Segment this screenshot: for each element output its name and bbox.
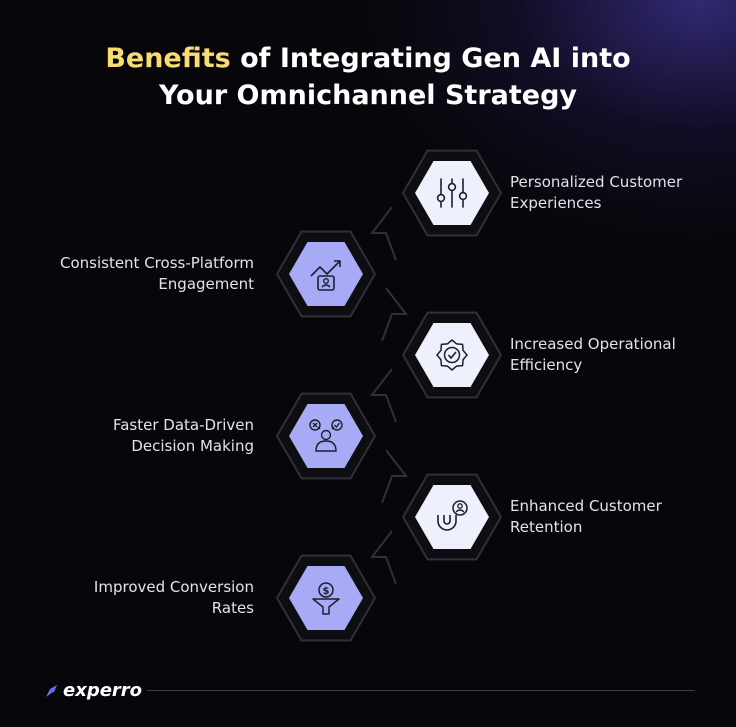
connector-line [369,206,397,261]
benefit-label-line2: Decision Making [131,437,254,455]
title-highlight: Benefits [105,43,231,74]
page-title: Benefits of Integrating Gen AI into Your… [0,40,736,114]
connector-line [369,530,397,585]
title-line2: Your Omnichannel Strategy [158,80,577,111]
brand-name: experro [63,680,143,701]
hex-fill [415,485,489,549]
connector-line [369,368,397,423]
title-rest-line1: of Integrating Gen AI into [230,43,631,74]
connectors [369,206,409,585]
hex-fill [289,404,363,468]
benefit-hex-3 [401,311,503,399]
benefit-label-line2: Engagement [158,275,254,293]
hex-fill [415,323,489,387]
growth-chart-icon [310,260,341,291]
magnet-user-icon [437,500,468,531]
benefit-label-line2: Rates [211,599,254,617]
benefit-label-line1: Faster Data-Driven [112,416,254,434]
experro-logo-icon [46,684,57,697]
benefit-label-line2: Retention [510,518,583,536]
gear-check-icon [436,339,468,371]
hex-fill [289,566,363,630]
benefit-label-line1: Consistent Cross-Platform [59,254,254,272]
decision-person-icon [309,419,343,452]
benefit-label-line2: Experiences [510,194,602,212]
benefit-label-line1: Improved Conversion [93,578,254,596]
brand-logo: experro [44,680,142,701]
benefit-hex-1 [401,149,503,237]
benefit-label-line2: Efficiency [510,356,583,374]
benefit-hex-2 [275,230,377,318]
benefit-label-line1: Increased Operational [510,335,676,353]
footer-divider [147,690,695,691]
connector-line [381,287,409,342]
sliders-icon [436,178,468,208]
benefit-hex-4 [275,392,377,480]
hexagon-chain: $ [275,149,503,642]
benefit-hex-6: $ [275,554,377,642]
funnel-dollar-icon: $ [312,582,340,615]
benefit-hex-5 [401,473,503,561]
benefit-label-line1: Enhanced Customer [510,497,662,515]
connector-line [381,449,409,504]
benefit-label-line1: Personalized Customer [510,173,683,191]
svg-text:$: $ [323,586,330,597]
